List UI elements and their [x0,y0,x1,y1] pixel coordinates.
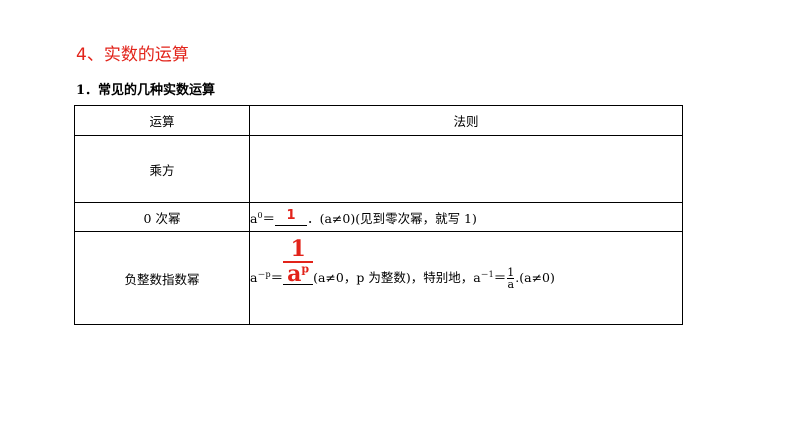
op-negative-power: 负整数指数幂 [74,231,250,325]
neg-base2: a [473,269,481,285]
zero-answer-blank: 1 [275,207,308,226]
neg-eq2: ＝ [493,269,507,285]
neg-eq: ＝ [270,269,284,285]
table-header-row: 运算 法则 [74,105,683,136]
rule-power [249,135,683,203]
header-operation: 运算 [74,105,250,136]
op-zero-power: 0 次幂 [74,202,250,232]
neg-answer-den-base: a [287,260,302,287]
neg-answer-den: ap [281,260,315,287]
operations-table: 运算 法则 乘方 0 次幂 a0＝1．(a≠0)(见到零次幂，就写 1) 负整数… [74,105,683,325]
neg-exp: －p [257,269,271,279]
zero-exp: 0 [257,210,263,220]
neg-exp2: －1 [480,269,494,279]
neg-small-den: a [507,277,515,291]
rule-zero-power: a0＝ 1 ．(a≠0)(见到零次幂，就写 1) [249,202,683,232]
neg-answer-den-exp: p [301,262,310,276]
neg-small-bar [507,277,515,279]
op-power: 乘方 [74,135,250,203]
header-rule: 法则 [249,105,683,136]
neg-middle: (a≠0，p 为整数)，特别地， [313,269,474,285]
neg-small-num: 1 [507,265,515,279]
neg-base: a [250,269,258,285]
table-row: 0 次幂 a0＝ 1 ．(a≠0)(见到零次幂，就写 1) [74,202,683,232]
section-title: 4、实数的运算 [76,45,189,65]
neg-tail: .(a≠0) [515,269,555,285]
zero-after: ．(a≠0)(见到零次幂，就写 1) [307,210,477,226]
sub-title: 1．常见的几种实数运算 [76,83,216,98]
zero-base: a [250,210,258,226]
table-row: 乘方 [74,135,683,203]
zero-answer: 1 [286,207,296,223]
neg-answer-num: 1 [290,235,306,262]
neg-answer-bar [283,260,314,263]
zero-eq: ＝ [262,210,276,226]
